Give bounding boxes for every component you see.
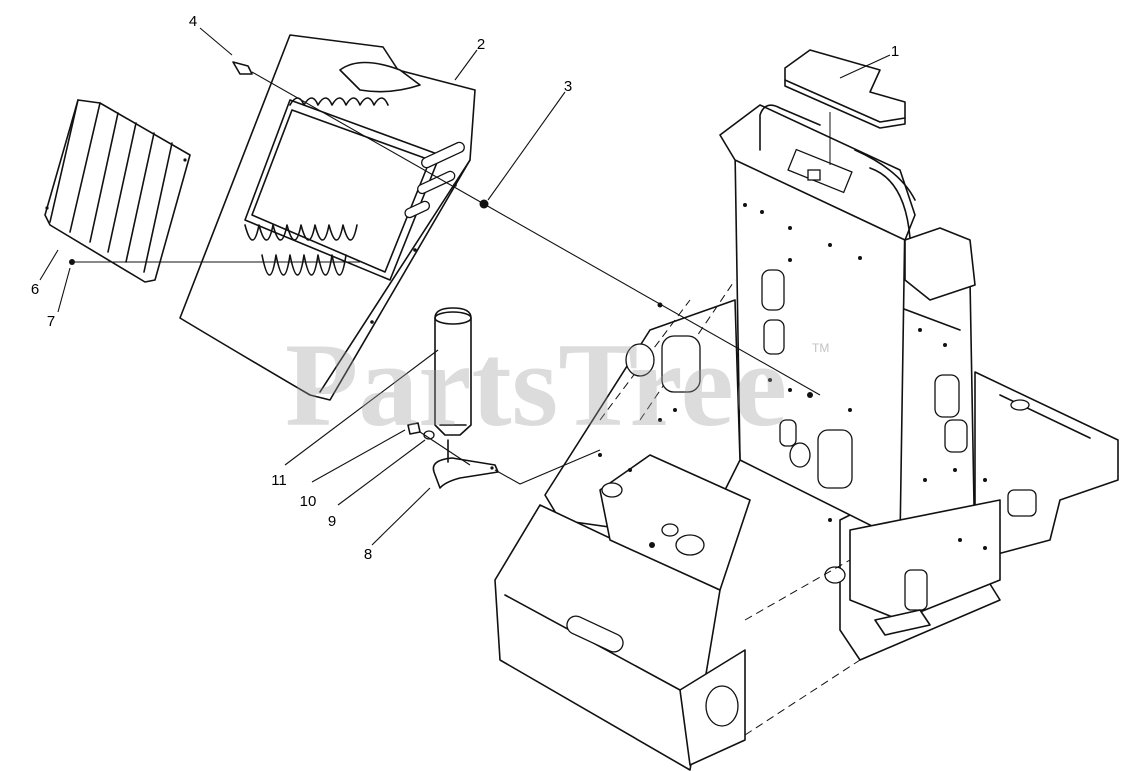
callout-11: 11 <box>271 472 287 489</box>
callout-8: 8 <box>364 546 372 563</box>
watermark-text: PartsTree <box>285 318 787 451</box>
callout-6: 6 <box>31 281 39 298</box>
callout-4: 4 <box>189 13 197 30</box>
callout-labels: 1 2 3 4 6 7 8 9 10 11 <box>31 13 899 563</box>
callout-2: 2 <box>477 36 485 53</box>
callout-7: 7 <box>47 313 55 330</box>
callout-9: 9 <box>328 513 336 530</box>
callout-10: 10 <box>300 493 317 510</box>
callout-3: 3 <box>564 78 572 95</box>
part-11-canister <box>434 307 472 436</box>
callout-1: 1 <box>891 43 899 60</box>
watermark-trademark: TM <box>812 341 829 355</box>
main-frame <box>494 104 1119 771</box>
callout-leaders <box>39 27 891 546</box>
part-7-screw <box>69 259 75 265</box>
watermark: PartsTree TM <box>285 318 829 451</box>
part-4-plug <box>232 61 253 75</box>
part-6-louver-screen <box>44 99 191 283</box>
part-1-top-pad <box>784 49 906 165</box>
assembly-lines <box>75 71 821 485</box>
